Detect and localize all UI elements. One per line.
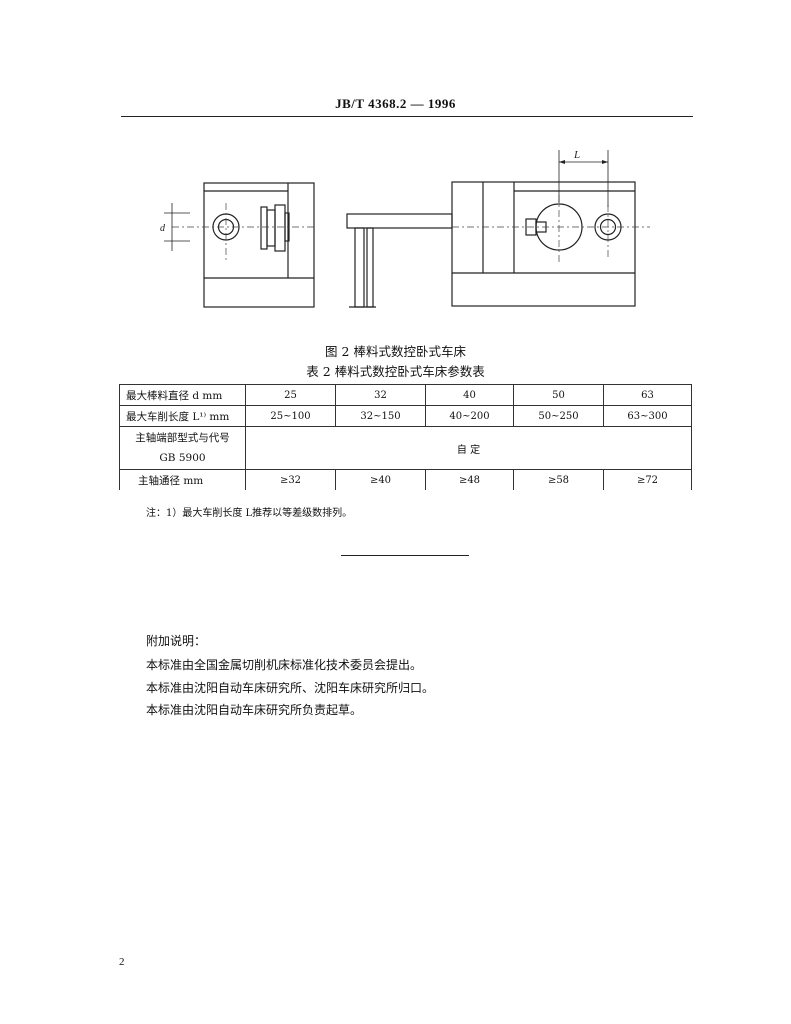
figure-caption: 图 2 棒料式数控卧式车床 <box>325 344 466 359</box>
table-row: 最大棒料直径 d mm 25 32 40 50 63 <box>119 384 692 406</box>
row-label: 最大车削长度 L¹⁾ mm <box>119 405 246 427</box>
dimension-label-l: L <box>573 149 580 161</box>
row-label: 主轴通径 mm <box>119 469 246 490</box>
table-cell: 32~150 <box>335 405 426 427</box>
table-cell: 40~200 <box>425 405 514 427</box>
row-label: 主轴端部型式与代号 GB 5900 <box>119 426 246 470</box>
additional-heading: 附加说明： <box>146 634 207 648</box>
table-row: 最大车削长度 L¹⁾ mm 25~100 32~150 40~200 50~25… <box>119 405 692 427</box>
table-cell: 63~300 <box>603 405 692 427</box>
table-cell: ≥72 <box>603 469 692 490</box>
additional-line: 本标准由全国金属切削机床标准化技术委员会提出。 <box>146 658 423 672</box>
table-cell-merged: 自 定 <box>245 426 692 470</box>
table-cell: ≥48 <box>425 469 514 490</box>
page-number: 2 <box>119 956 125 968</box>
table-cell: 32 <box>335 384 426 406</box>
table-cell: ≥58 <box>513 469 604 490</box>
dimension-label-d: d <box>160 223 166 234</box>
end-rule <box>341 555 469 556</box>
header-rule <box>121 116 693 117</box>
table-cell: 25~100 <box>245 405 336 427</box>
additional-line: 本标准由沈阳自动车床研究所负责起草。 <box>146 703 363 717</box>
table-caption: 表 2 棒料式数控卧式车床参数表 <box>306 364 485 379</box>
table-cell: 50 <box>513 384 604 406</box>
table-row: 主轴通径 mm ≥32 ≥40 ≥48 ≥58 ≥72 <box>119 469 692 490</box>
parameters-table: 最大棒料直径 d mm 25 32 40 50 63 最大车削长度 L¹⁾ mm… <box>119 384 692 490</box>
row-label-line: 主轴端部型式与代号 <box>135 432 230 444</box>
right-body <box>451 181 636 307</box>
table-cell: ≥40 <box>335 469 426 490</box>
table-cell: 63 <box>603 384 692 406</box>
table-note: 注：1）最大车削长度 L推荐以等差级数排列。 <box>146 508 353 519</box>
table-cell: 25 <box>245 384 336 406</box>
additional-line: 本标准由沈阳自动车床研究所、沈阳车床研究所归口。 <box>146 681 435 695</box>
table-cell: 40 <box>425 384 514 406</box>
table-cell: 50~250 <box>513 405 604 427</box>
row-label: 最大棒料直径 d mm <box>119 384 246 406</box>
lathe-figure: L d <box>160 149 650 308</box>
header-title: JB/T 4368.2 — 1996 <box>335 96 456 111</box>
left-body <box>203 182 315 308</box>
row-label-line: GB 5900 <box>159 452 206 464</box>
table-cell: ≥32 <box>245 469 336 490</box>
table-row: 主轴端部型式与代号 GB 5900 自 定 <box>119 426 692 470</box>
